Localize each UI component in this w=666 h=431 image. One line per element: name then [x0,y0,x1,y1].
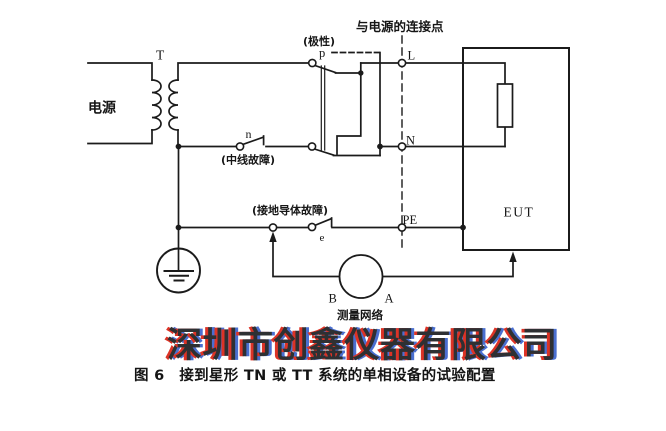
polarity-label: (极性) [303,34,335,48]
polarity-top-blade [313,64,337,74]
junction-dot-transformer-tap [175,143,182,150]
junction-dot-crossover [358,70,364,76]
terminal-earth-switch [307,222,317,232]
eut-label: EUT [504,205,535,220]
line-terminal-label: L [408,49,416,63]
junction-dot-neutral [377,143,383,150]
supply-label: 电源 [88,100,116,117]
meter-wire-b [272,240,341,278]
terminal-L-connection [397,58,407,68]
neutral-fault-label: (中线故障) [221,153,275,167]
meter-terminal-a-label: A [385,292,394,306]
polarity-crossover-wire [336,62,362,155]
earth-fault-label: (接地导体故障) [252,203,328,217]
neutral-switch-label: n [246,127,252,141]
eut-box [462,47,570,251]
junction-dot-eut-pe [460,224,466,231]
polarity-coupling-bar [320,65,326,151]
meter-wire-a [381,260,514,278]
pe-terminal-label: PE [403,213,418,227]
meter-arrow-to-eut [509,251,517,262]
terminal-polarity-bottom [307,142,317,151]
secondary-top-wire [177,62,310,81]
company-watermark: 深圳市创鑫仪器有限公司 [167,326,558,366]
terminal-PE-connection [397,223,407,232]
polarity-bottom-blade [313,147,335,157]
meter-arrow-to-pe [269,231,277,242]
figure-caption: 图 6 接到星形 TN 或 TT 系统的单相设备的试验配置 [134,368,496,384]
primary-bottom-wire [87,129,153,145]
junction-dot-pe-branch [175,224,182,231]
neutral-switch-blade [241,136,264,146]
terminal-meter-tap [268,223,278,232]
terminal-polarity-top [307,58,317,68]
resistor-symbol [496,83,514,128]
meter-terminal-b-label: B [329,292,337,306]
terminal-neutral-switch [235,142,245,151]
polarity-switch-label: p [319,46,325,60]
line-L-wire [359,62,506,85]
measurement-network-label: 测量网络 [337,308,383,322]
transformer-label: T [156,48,165,63]
connection-point-label: 与电源的连接点 [356,19,444,34]
terminal-N-connection [397,142,407,151]
secondary-winding-coil [168,79,179,131]
earth-ground-symbol [163,248,194,282]
earth-switch-blade [313,217,332,227]
neutral-terminal-label: N [406,134,415,148]
measurement-network-circle [338,254,384,299]
earth-switch-label: e [320,232,325,244]
primary-top-wire [87,62,153,81]
primary-winding-coil [151,79,162,131]
